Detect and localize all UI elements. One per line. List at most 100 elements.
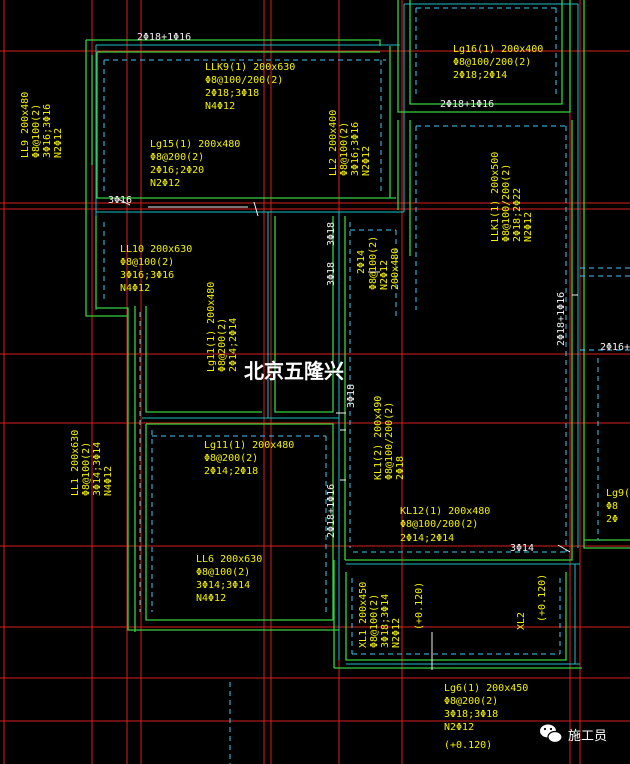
anno-waist: N4Φ12 [120,283,150,294]
beam-annotations: 2Φ18+1Φ16 LLK9(1) 200x630 Φ8@100/200(2) … [20,32,630,751]
anno-group-vertical: XL2 [516,612,527,630]
anno-rebar: 2Φ14;2Φ18 [204,466,258,477]
anno-rebar: 2Φ [606,514,618,525]
anno-stirrup: Φ8@200(2) [217,318,228,372]
anno-rebar: 3Φ16;3Φ16 [42,104,53,158]
anno-beam-id: LL2 200x400 [328,110,339,176]
anno-waist: N2Φ12 [150,178,180,189]
anno-rebar: 3Φ18 [326,222,337,246]
anno-rebar: 3Φ18 [346,384,357,408]
anno-rebar: 3Φ18;3Φ14 [380,594,391,648]
anno-rebar: 2Φ18;3Φ18 [205,88,259,99]
rebar-leaders [117,198,578,670]
anno-rebar: 3Φ14;3Φ14 [92,442,103,496]
anno-rebar: 2Φ14;2Φ14 [228,318,239,372]
anno-group-vertical: Lg11(1) 200x480 Φ8@200(2) 2Φ14;2Φ14 [206,282,239,372]
anno-beam-id: Lg15(1) 200x480 [150,139,240,150]
beam-edge [95,216,339,631]
leader-tick [253,201,259,217]
anno-stirrup: Φ8@200(2) [204,453,258,464]
anno-rebar: 3Φ16;3Φ16 [120,270,174,281]
anno-beam-id: LLK9(1) 200x630 [205,62,295,73]
anno-group-vertical: 2Φ18+1Φ16 [326,484,337,538]
anno-waist: N2Φ12 [361,146,372,176]
anno-stirrup: Φ8@100/200(2) [205,75,283,86]
anno-rebar: 3Φ16 [108,195,132,206]
beam-edge [145,423,334,621]
anno-beam-id: LL1 200x630 [70,430,81,496]
anno-stirrup: Φ8@100(2) [369,594,380,648]
anno-beam-id: LL10 200x630 [120,244,192,255]
anno-group-vertical: Φ8@100(2) N2Φ12 200x480 [368,236,401,290]
anno-rebar: 2Φ18+1Φ16 [556,292,567,346]
anno-group-vertical: 3Φ18 [326,222,337,246]
anno-beam-id: KL12(1) 200x480 [400,506,490,517]
anno-rebar: 3Φ18;3Φ18 [444,709,498,720]
anno-stirrup: Φ8@100(2) [196,567,250,578]
anno-beam-id: XL2 [516,612,527,630]
leader-tick [557,544,571,553]
beam-edge [409,0,563,105]
anno-group-vertical: LL2 200x400 Φ8@100(2) 3Φ16;3Φ16 N2Φ12 [328,110,372,176]
beam-edge [345,120,573,561]
anno-stirrup: Φ8 [606,501,618,512]
anno-rebar: 3Φ14 [510,543,534,554]
beam-edge [145,306,262,413]
anno-elevation: (+0.120) [444,740,492,751]
anno-waist: N2Φ12 [523,212,534,242]
anno-elevation: (+0.120) [537,574,548,622]
anno-stirrup: Φ8@100(2) [120,257,174,268]
anno-stirrup: Φ8@200(2) [444,696,498,707]
anno-group-vertical: KL1(2) 200x490 Φ8@100/200(2) 2Φ18 [373,396,406,480]
anno-rebar: 2Φ18 [395,456,406,480]
anno-waist: N4Φ12 [196,593,226,604]
beam-edge [96,52,396,199]
anno-beam-id: LLK1(1) 200x500 [490,152,501,242]
anno-stirrup: Φ8@200(2) [150,152,204,163]
beam-edge [85,40,127,317]
anno-group-vertical: LLK1(1) 200x500 Φ8@100/200(2) 2Φ18;2Φ22 … [490,152,534,242]
anno-beam-id: KL1(2) 200x490 [373,396,384,480]
anno-beam-id: Lg11(1) 200x480 [206,282,217,372]
anno-rebar: 2Φ16;2Φ20 [150,165,204,176]
anno-waist: N4Φ12 [205,101,235,112]
beam-edge [86,39,381,46]
anno-elevation: (+0.120) [414,582,425,630]
anno-waist: N2Φ12 [379,260,390,290]
beam-edge [583,0,630,549]
beam-edges [85,0,630,669]
beam-centerlines [95,3,580,665]
anno-waist: N2Φ12 [391,618,402,648]
anno-section: 200x480 [390,248,401,290]
anno-rebar: 2Φ18;2Φ22 [512,188,523,242]
anno-stirrup: Φ8@100(2) [339,122,350,176]
anno-rebar: 2Φ16+ [600,342,630,353]
anno-rebar: 2Φ18+1Φ16 [440,99,494,110]
anno-waist: N2Φ12 [444,722,474,733]
anno-group-vertical: (+0.120) [537,574,548,622]
anno-beam-id: LL9 200x480 [20,92,31,158]
anno-rebar: 2Φ18+1Φ16 [137,32,191,43]
anno-group-vertical: LL1 200x630 Φ8@100(2) 3Φ14;3Φ14 N4Φ12 [70,430,114,496]
anno-beam-id: Lg16(1) 200x400 [453,44,543,55]
anno-group-vertical: 2Φ18+1Φ16 [556,292,567,346]
anno-stirrup: Φ8@100/200(2) [400,519,478,530]
beam-edge [274,216,334,413]
anno-rebar: 2Φ14 [356,250,367,274]
badge-label: 施工员 [568,729,607,744]
anno-beam-id: Lg9( [606,488,630,499]
anno-stirrup: Φ8@100/200(2) [384,402,395,480]
anno-stirrup: Φ8@100(2) [368,236,379,290]
anno-stirrup: Φ8@100/200(2) [453,57,531,68]
anno-rebar: 3Φ18 [326,262,337,286]
leader-tick [117,198,131,206]
anno-group-vertical: (+0.120) [414,582,425,630]
anno-group-vertical: 3Φ18 [326,262,337,286]
anno-group-vertical: 2Φ14 [356,250,367,274]
wechat-icon [540,724,563,744]
watermark-text: 北京五隆兴 [244,359,344,383]
anno-beam-id: LL6 200x630 [196,554,262,565]
anno-group-vertical: XL1 200x450 Φ8@100(2) 3Φ18;3Φ14 N2Φ12 [358,582,402,648]
anno-group-vertical: 3Φ18 [346,384,357,408]
